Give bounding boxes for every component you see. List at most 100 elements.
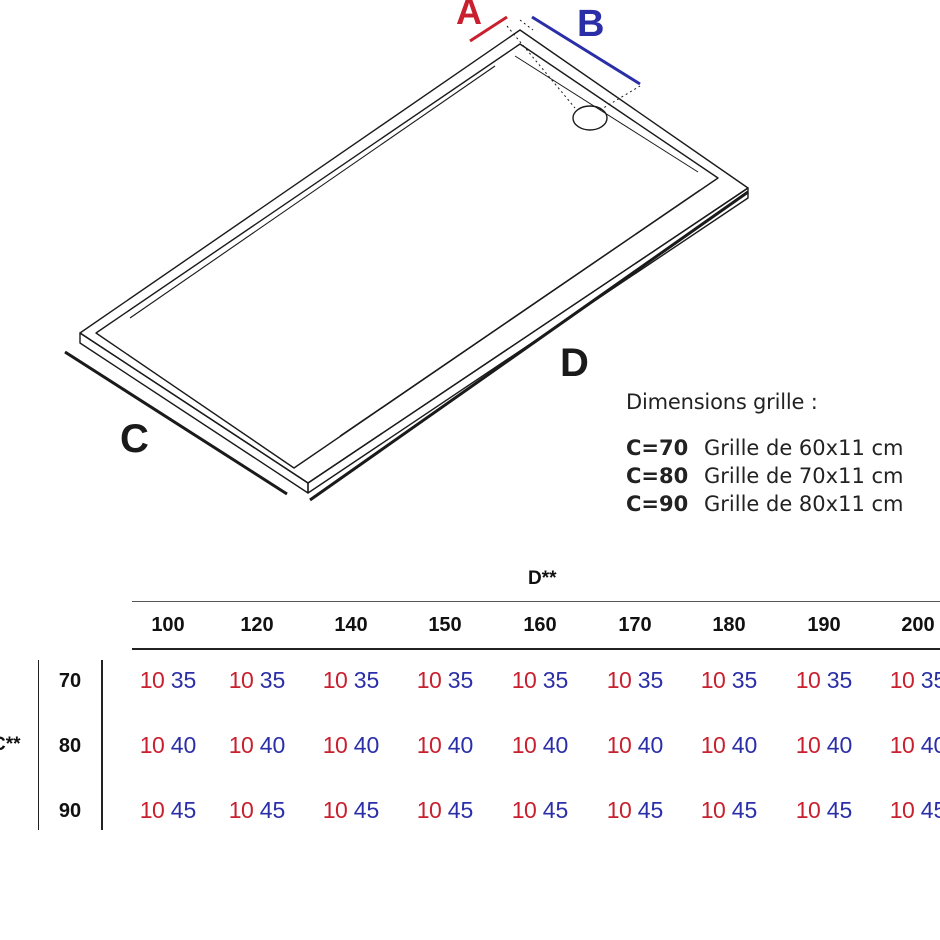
table-cell: 10 35 [784,667,864,694]
cell-value-b: 40 [170,732,197,758]
table-cell: 10 40 [689,732,769,759]
table-header-rule [132,648,940,650]
table-cell: 10 40 [500,732,580,759]
table-cell: 10 40 [878,732,940,759]
grille-row-text: Grille de 80x11 cm [704,492,904,516]
cell-value-b: 45 [447,797,474,823]
dimension-line-b [531,15,641,86]
cell-value-b: 45 [920,797,940,823]
drain-icon [572,105,608,131]
tray-bevel-line [339,189,701,437]
table-cell: 10 45 [500,797,580,824]
cell-value-a: 10 [322,667,348,693]
grille-row-text: Grille de 70x11 cm [704,464,904,488]
table-cell: 10 35 [405,667,485,694]
cell-value-b: 45 [731,797,758,823]
table-row-label: 90 [58,800,82,822]
cell-value-a: 10 [322,797,348,823]
cell-value-a: 10 [606,667,632,693]
cell-value-b: 35 [259,667,286,693]
table-column-label: 180 [712,614,746,636]
table-column-label: 160 [523,614,557,636]
table-header-rule [132,601,940,602]
cell-value-b: 35 [637,667,664,693]
cell-value-a: 10 [889,732,915,758]
dimension-label-d: D [560,341,589,385]
cell-value-a: 10 [416,732,442,758]
table-column-label: 100 [151,614,185,636]
cell-value-a: 10 [228,667,254,693]
grille-row: C=90 Grille de 80x11 cm [626,490,903,518]
cell-value-a: 10 [511,732,537,758]
cell-value-a: 10 [606,732,632,758]
table-cell: 10 45 [311,797,391,824]
table-cell: 10 35 [217,667,297,694]
cell-value-b: 35 [353,667,380,693]
cell-value-a: 10 [228,732,254,758]
table-cell: 10 35 [689,667,769,694]
cell-value-a: 10 [228,797,254,823]
table-row-header: C** [0,734,21,755]
table-row-header-rule [101,660,103,830]
guide-line [519,19,534,31]
table-cell: 10 35 [128,667,208,694]
table-column-label: 120 [240,614,274,636]
table-cell: 10 40 [405,732,485,759]
table-cell: 10 45 [784,797,864,824]
cell-value-a: 10 [795,667,821,693]
cell-value-a: 10 [139,732,165,758]
table-column-label: 190 [807,614,841,636]
cell-value-b: 40 [731,732,758,758]
table-column-label: 150 [428,614,462,636]
table-cell: 10 40 [217,732,297,759]
cell-value-b: 35 [826,667,853,693]
cell-value-a: 10 [795,732,821,758]
cell-value-a: 10 [606,797,632,823]
grille-row-c: C=90 [626,492,689,516]
dimension-label-b: B [577,3,604,45]
cell-value-b: 45 [259,797,286,823]
cell-value-b: 35 [542,667,569,693]
cell-value-b: 35 [170,667,197,693]
table-cell: 10 35 [311,667,391,694]
cell-value-a: 10 [511,797,537,823]
cell-value-a: 10 [795,797,821,823]
cell-value-a: 10 [700,732,726,758]
cell-value-a: 10 [889,797,915,823]
dimension-label-a: A [456,0,482,32]
cell-value-b: 40 [826,732,853,758]
dimension-line-c [64,350,288,496]
grille-row-c: C=70 [626,436,689,460]
cell-value-a: 10 [416,667,442,693]
tray-bevel-line [129,65,496,319]
table-row-label: 80 [58,735,82,757]
table-cell: 10 40 [311,732,391,759]
table-row-label: 70 [58,670,82,692]
cell-value-b: 45 [353,797,380,823]
shower-tray-diagram: A B C D [64,0,749,502]
tray-right-face [307,187,749,494]
cell-value-a: 10 [700,797,726,823]
cell-value-b: 40 [447,732,474,758]
cell-value-a: 10 [889,667,915,693]
table-cell: 10 45 [878,797,940,824]
table-cell: 10 45 [689,797,769,824]
cell-value-b: 35 [731,667,758,693]
cell-value-b: 40 [259,732,286,758]
table-cell: 10 35 [595,667,675,694]
cell-value-b: 45 [170,797,197,823]
table-column-label: 200 [901,614,935,636]
grille-row-c: C=80 [626,464,689,488]
cell-value-a: 10 [322,732,348,758]
table-column-header: D** [528,568,557,589]
table-cell: 10 35 [500,667,580,694]
cell-value-b: 40 [920,732,940,758]
cell-value-b: 45 [826,797,853,823]
grille-title: Dimensions grille : [626,390,818,414]
table-cell: 10 45 [128,797,208,824]
cell-value-a: 10 [511,667,537,693]
table-row-header-rule [38,660,39,830]
cell-value-a: 10 [139,667,165,693]
cell-value-a: 10 [416,797,442,823]
